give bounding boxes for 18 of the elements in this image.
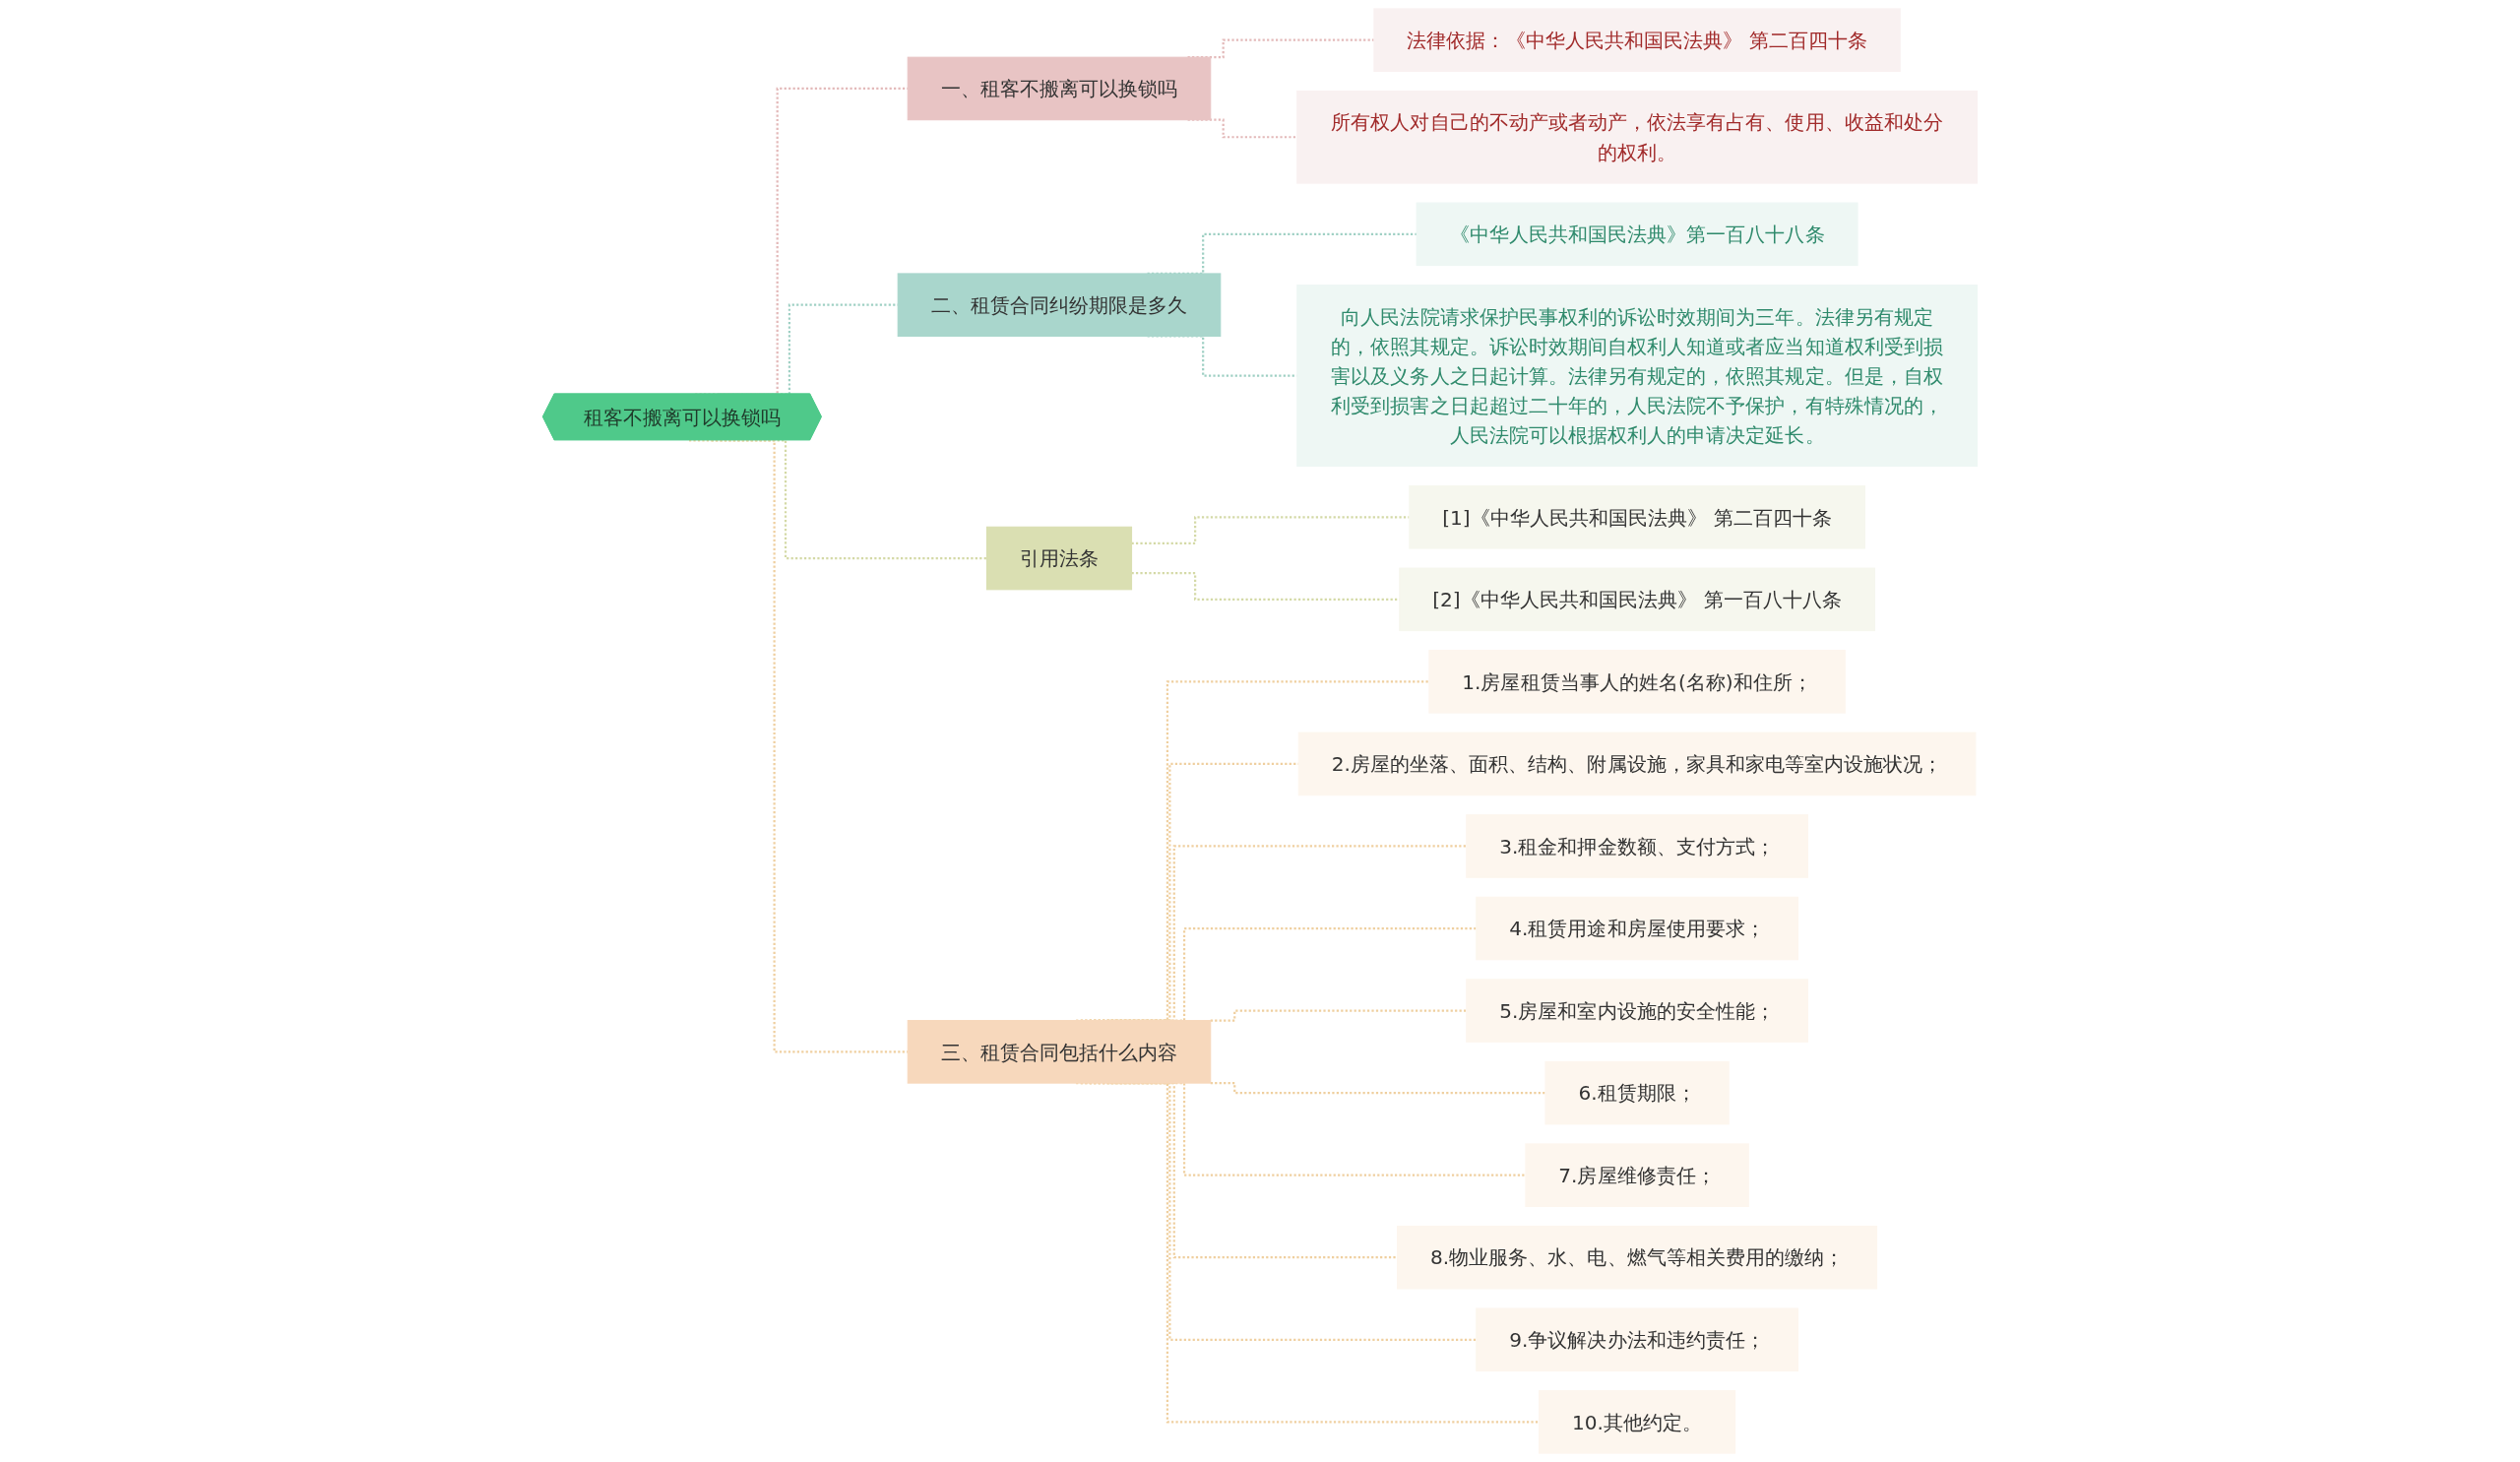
node-box: 5.房屋和室内设施的安全性能；	[1466, 979, 1808, 1043]
node-box: [1]《中华人民共和国民法典》 第二百四十条	[1409, 484, 1865, 549]
node-box: 法律依据：《中华人民共和国民法典》 第二百四十条	[1373, 8, 1901, 72]
node-box: 9.争议解决办法和违约责任；	[1476, 1307, 1798, 1372]
node-box: 一、租客不搬离可以换锁吗	[907, 56, 1212, 121]
node-box: 2.房屋的坐落、面积、结构、附属设施，家具和家电等室内设施状况；	[1297, 731, 1977, 796]
node-box: 3.租金和押金数额、支付方式；	[1466, 814, 1808, 878]
node-box: 6.租赁期限；	[1544, 1060, 1730, 1125]
node-box: 二、租赁合同纠纷期限是多久	[897, 273, 1222, 337]
node-box: 引用法条	[985, 526, 1133, 591]
node-box: 所有权人对自己的不动产或者动产，依法享有占有、使用、收益和处分的权利。	[1296, 90, 1978, 184]
node-box: 7.房屋维修责任；	[1525, 1143, 1749, 1207]
node-box: 4.租赁用途和房屋使用要求；	[1476, 896, 1798, 961]
node-box: 《中华人民共和国民法典》第一百八十八条	[1416, 202, 1858, 267]
node-box: 10.其他约定。	[1539, 1390, 1736, 1454]
node-box: 三、租赁合同包括什么内容	[907, 1020, 1212, 1084]
node-box: 8.物业服务、水、电、燃气等相关费用的缴纳；	[1397, 1225, 1878, 1290]
node-box: 1.房屋租赁当事人的姓名(名称)和住所；	[1428, 650, 1846, 714]
